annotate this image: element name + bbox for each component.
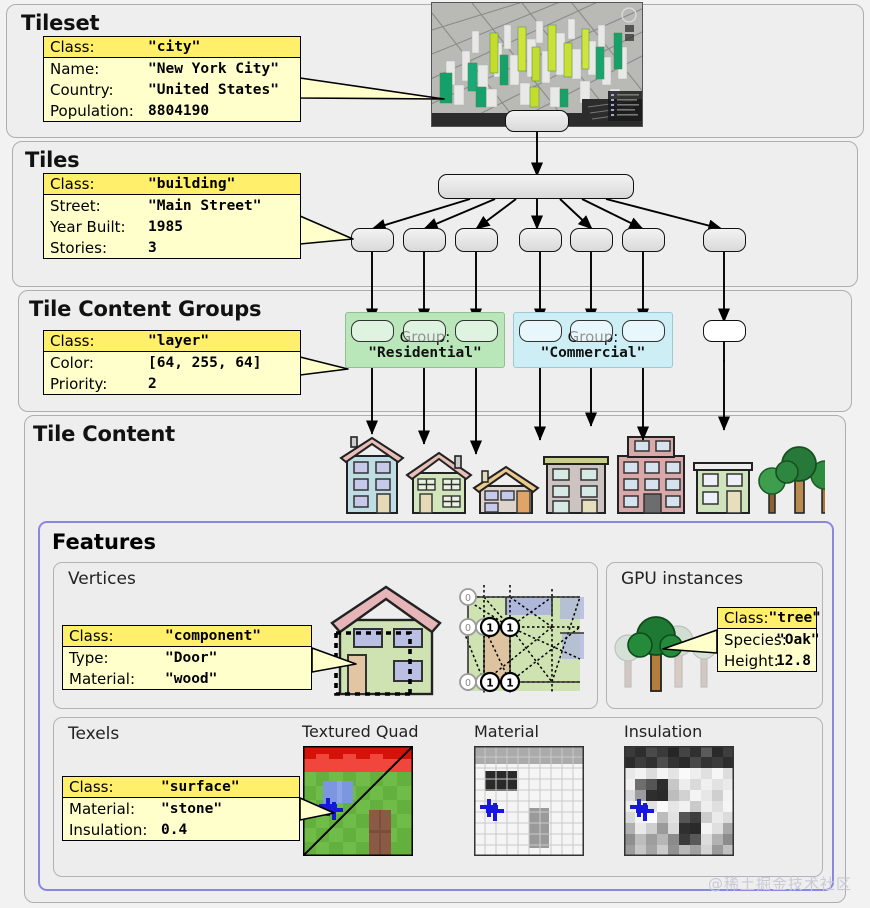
panel-vertices: Vertices xyxy=(53,562,598,709)
mesh-vertex-one: 1 1 1 1 xyxy=(479,616,521,693)
callout-vertices-properties: Class: "component" Type: "Door" Material… xyxy=(62,625,312,690)
callout-row-class: Class: "component" xyxy=(63,626,311,647)
label-textured-quad: Textured Quad xyxy=(302,722,419,741)
callout-row: Material: "stone" xyxy=(69,799,223,818)
label-insulation: Insulation xyxy=(624,722,703,741)
vertices-mesh-diagram: 0 0 0 0 0 1 1 1 1 xyxy=(459,585,584,693)
tile-node-6[interactable] xyxy=(622,228,665,252)
tile-node-4[interactable] xyxy=(519,228,562,252)
callout-row: Country: "United States" xyxy=(50,80,279,99)
callout-row-class: Class: "surface" xyxy=(63,777,299,798)
panel-title-gpu: GPU instances xyxy=(621,569,744,589)
group-value-residential: "Residential" xyxy=(368,344,482,361)
callout-row: Population: 8804190 xyxy=(50,101,210,120)
group-value-commercial: "Commercial" xyxy=(540,344,646,361)
insulation-texture-image xyxy=(624,746,734,856)
tile-node-7[interactable] xyxy=(703,228,746,252)
panel-texels: Texels Textured Quad Material Insulation xyxy=(53,717,823,877)
tile-content-models xyxy=(339,436,825,514)
panel-title-vertices: Vertices xyxy=(68,569,136,589)
svg-text:1: 1 xyxy=(506,677,514,690)
svg-text:1: 1 xyxy=(506,622,514,635)
model-building-red xyxy=(617,436,685,514)
highlighted-tree xyxy=(627,616,683,692)
tile-node-1[interactable] xyxy=(351,228,394,252)
callout-group-properties: Class: "layer" Color: [64, 255, 64] Prio… xyxy=(43,330,301,395)
material-texture-image xyxy=(474,746,584,856)
watermark: @稀土掘金技术社区 xyxy=(707,875,852,893)
tileset-thumbnail-image xyxy=(431,2,643,127)
callout-row: Priority: 2 xyxy=(50,374,157,393)
panel-title-texels: Texels xyxy=(68,724,120,744)
panel-gpu-instances: GPU instances xyxy=(606,562,823,709)
tile-node-5[interactable] xyxy=(570,228,613,252)
section-title-tileset: Tileset xyxy=(21,11,100,35)
section-title-groups: Tile Content Groups xyxy=(29,297,262,321)
callout-tiles-properties: Class: "building" Street: "Main Street" … xyxy=(43,173,301,259)
callout-row-class: Class: "city" xyxy=(44,37,300,58)
textured-quad-image xyxy=(303,746,413,856)
callout-row-class: Class: "layer" xyxy=(44,331,300,352)
model-trees xyxy=(758,446,825,514)
svg-text:1: 1 xyxy=(486,622,494,635)
tile-root-node[interactable] xyxy=(438,174,634,199)
group-node-2[interactable] xyxy=(403,320,446,342)
model-building-grey xyxy=(543,456,609,514)
callout-row: Insulation: 0.4 xyxy=(69,820,188,839)
texel-crosshair-icon xyxy=(630,799,654,821)
gpu-instance-trees xyxy=(614,616,717,692)
callout-row: Name: "New York City" xyxy=(50,59,279,78)
callout-row: Year Built: 1985 xyxy=(50,217,183,236)
group-node-6[interactable] xyxy=(622,320,665,342)
model-house-blue xyxy=(339,436,405,514)
callout-row: Species: "Oak" xyxy=(724,630,820,649)
section-title-content: Tile Content xyxy=(33,422,175,446)
callout-texels-properties: Class: "surface" Material: "stone" Insul… xyxy=(62,776,300,841)
tile-node-2[interactable] xyxy=(403,228,446,252)
callout-row-class: Class: "building" xyxy=(44,174,300,195)
section-tile-content: Tile Content xyxy=(24,415,846,903)
texel-crosshair-icon xyxy=(480,799,504,821)
vertices-house-diagram xyxy=(330,585,442,696)
callout-row: Street: "Main Street" xyxy=(50,196,262,215)
group-node-5[interactable] xyxy=(570,320,613,342)
model-house-tan xyxy=(472,465,540,514)
model-house-green xyxy=(405,451,473,514)
tile-node-3[interactable] xyxy=(455,228,498,252)
callout-row: Height: 12.8 xyxy=(724,651,811,670)
callout-row: Stories: 3 xyxy=(50,238,157,257)
callout-row: Material: "wood" xyxy=(69,669,218,688)
model-building-green xyxy=(693,462,753,514)
callout-tileset-properties: Class: "city" Name: "New York City" Coun… xyxy=(43,36,301,122)
svg-text:0: 0 xyxy=(465,593,471,604)
section-title-tiles: Tiles xyxy=(25,148,80,172)
group-node-1[interactable] xyxy=(351,320,394,342)
callout-row-class: Class: "tree" xyxy=(718,608,821,629)
features-title: Features xyxy=(52,530,156,554)
features-box: Features Vertices xyxy=(38,521,834,891)
svg-text:0: 0 xyxy=(465,678,471,689)
callout-row: Color: [64, 255, 64] xyxy=(50,353,262,372)
group-node-3[interactable] xyxy=(455,320,498,342)
tileset-root-node[interactable] xyxy=(505,110,569,132)
group-node-4[interactable] xyxy=(519,320,562,342)
label-material: Material xyxy=(474,722,539,741)
svg-text:0: 0 xyxy=(465,623,471,634)
group-node-7[interactable] xyxy=(703,320,746,342)
callout-gpu-properties: Class: "tree" Species: "Oak" Height: 12.… xyxy=(717,607,821,672)
callout-row: Type: "Door" xyxy=(69,648,218,667)
svg-text:1: 1 xyxy=(486,677,494,690)
